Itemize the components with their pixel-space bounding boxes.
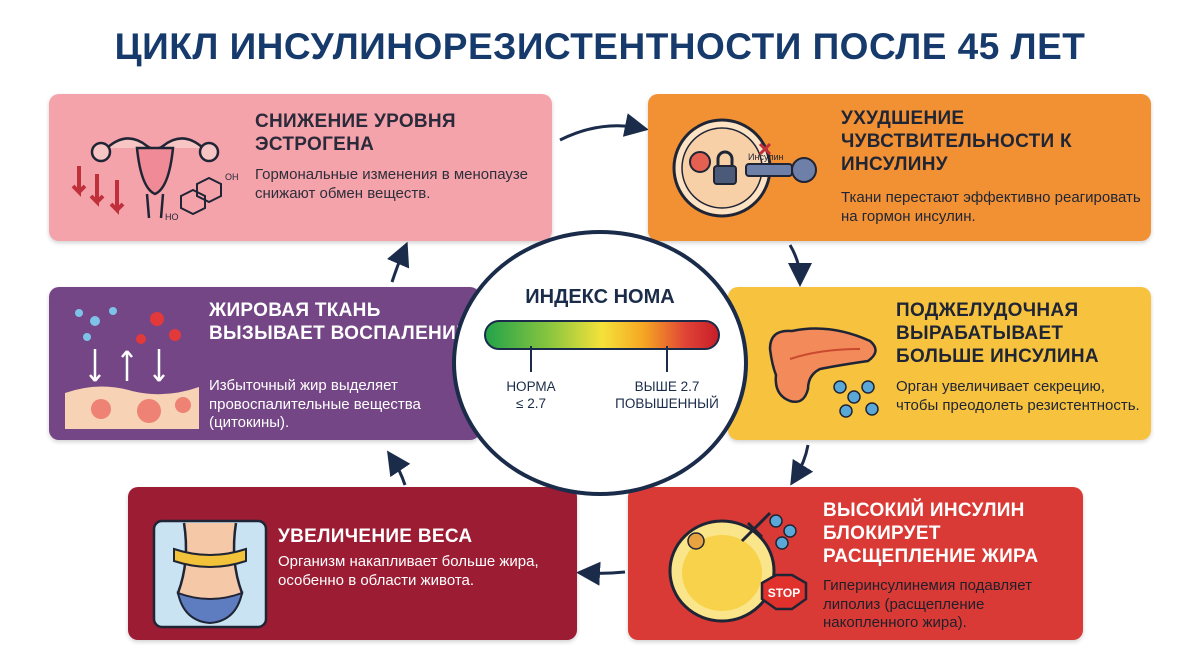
pancreas-icon: [768, 327, 879, 418]
arrow-1-2: [559, 113, 649, 142]
ho-label: HO: [165, 212, 179, 222]
card-title: ЖИРОВАЯ ТКАНЬ ВЫЗЫВАЕТ ВОСПАЛЕНИЕ: [209, 300, 469, 344]
card-insulin-sensitivity: Инсулин УХУДШЕНИЕ ЧУВСТВИТЕЛЬНОСТИ К ИНС…: [648, 94, 1151, 241]
arrow-3-4: [790, 444, 814, 486]
arrow-4-5: [576, 561, 626, 586]
card-estrogen-decline: OH HO СНИЖЕНИЕ УРОВНЯ ЭСТРОГЕНА Гормонал…: [49, 94, 552, 241]
homa-gradient-bar: [484, 320, 720, 350]
normal-label: НОРМА ≤ 2.7: [506, 379, 556, 411]
page-title: ЦИКЛ ИНСУЛИНОРЕЗИСТЕНТНОСТИ ПОСЛЕ 45 ЛЕТ: [114, 26, 1086, 67]
homa-title: ИНДЕКС НОМА: [525, 286, 675, 308]
homa-index-circle: ИНДЕКС НОМА НОРМА ≤ 2.7 ВЫШЕ 2.7 ПОВЫШЕН…: [452, 230, 748, 496]
card-text: Гиперинсулинемия подавляет липолиз (расщ…: [823, 577, 1032, 631]
card-text: Орган увеличивает секрецию, чтобы преодо…: [896, 378, 1140, 414]
card-title: ПОДЖЕЛУДОЧНАЯ ВЫРАБАТЫВАЕТ БОЛЬШЕ ИНСУЛИ…: [896, 300, 1099, 367]
arrow-6-1: [387, 241, 410, 283]
inflamed-tissue-icon: [65, 307, 199, 429]
card-text: Организм накапливает больше жира, особен…: [278, 553, 539, 589]
card-title: УВЕЛИЧЕНИЕ ВЕСА: [278, 526, 473, 547]
high-marker: [666, 346, 668, 372]
card-text: Гормональные изменения в менопаузе снижа…: [255, 166, 528, 202]
normal-marker: [530, 346, 532, 372]
card-title: СНИЖЕНИЕ УРОВНЯ ЭСТРОГЕНА: [255, 111, 456, 155]
arrow-5-6: [387, 450, 411, 486]
arrow-2-3: [787, 244, 812, 287]
insulin-key-label: Инсулин: [748, 152, 784, 162]
stop-label: STOP: [768, 586, 800, 600]
card-pancreas: ПОДЖЕЛУДОЧНАЯ ВЫРАБАТЫВАЕТ БОЛЬШЕ ИНСУЛИ…: [728, 287, 1151, 440]
high-label: ВЫШЕ 2.7 ПОВЫШЕННЫЙ: [615, 379, 719, 411]
oh-label: OH: [225, 172, 239, 182]
card-weight-gain: УВЕЛИЧЕНИЕ ВЕСА Организм накапливает бол…: [128, 487, 577, 640]
card-text: Избыточный жир выделяет провоспалительны…: [209, 377, 421, 431]
fat-cell-stop-icon: STOP: [668, 511, 808, 623]
card-text: Ткани перестают эффективно реагировать н…: [841, 189, 1141, 225]
card-title: УХУДШЕНИЕ ЧУВСТВИТЕЛЬНОСТИ К ИНСУЛИНУ: [841, 108, 1072, 175]
card-high-insulin: STOP ВЫСОКИЙ ИНСУЛИН БЛОКИРУЕТ РАСЩЕПЛЕН…: [628, 487, 1083, 640]
card-title: ВЫСОКИЙ ИНСУЛИН БЛОКИРУЕТ РАСЩЕПЛЕНИЕ ЖИ…: [823, 500, 1039, 567]
card-fat-inflammation: ЖИРОВАЯ ТКАНЬ ВЫЗЫВАЕТ ВОСПАЛЕНИЕ Избыто…: [49, 287, 480, 440]
uterus-hormone-icon: OH HO: [71, 137, 239, 222]
cell-lock-key-icon: Инсулин: [672, 118, 817, 218]
waist-measure-icon: [152, 519, 268, 629]
